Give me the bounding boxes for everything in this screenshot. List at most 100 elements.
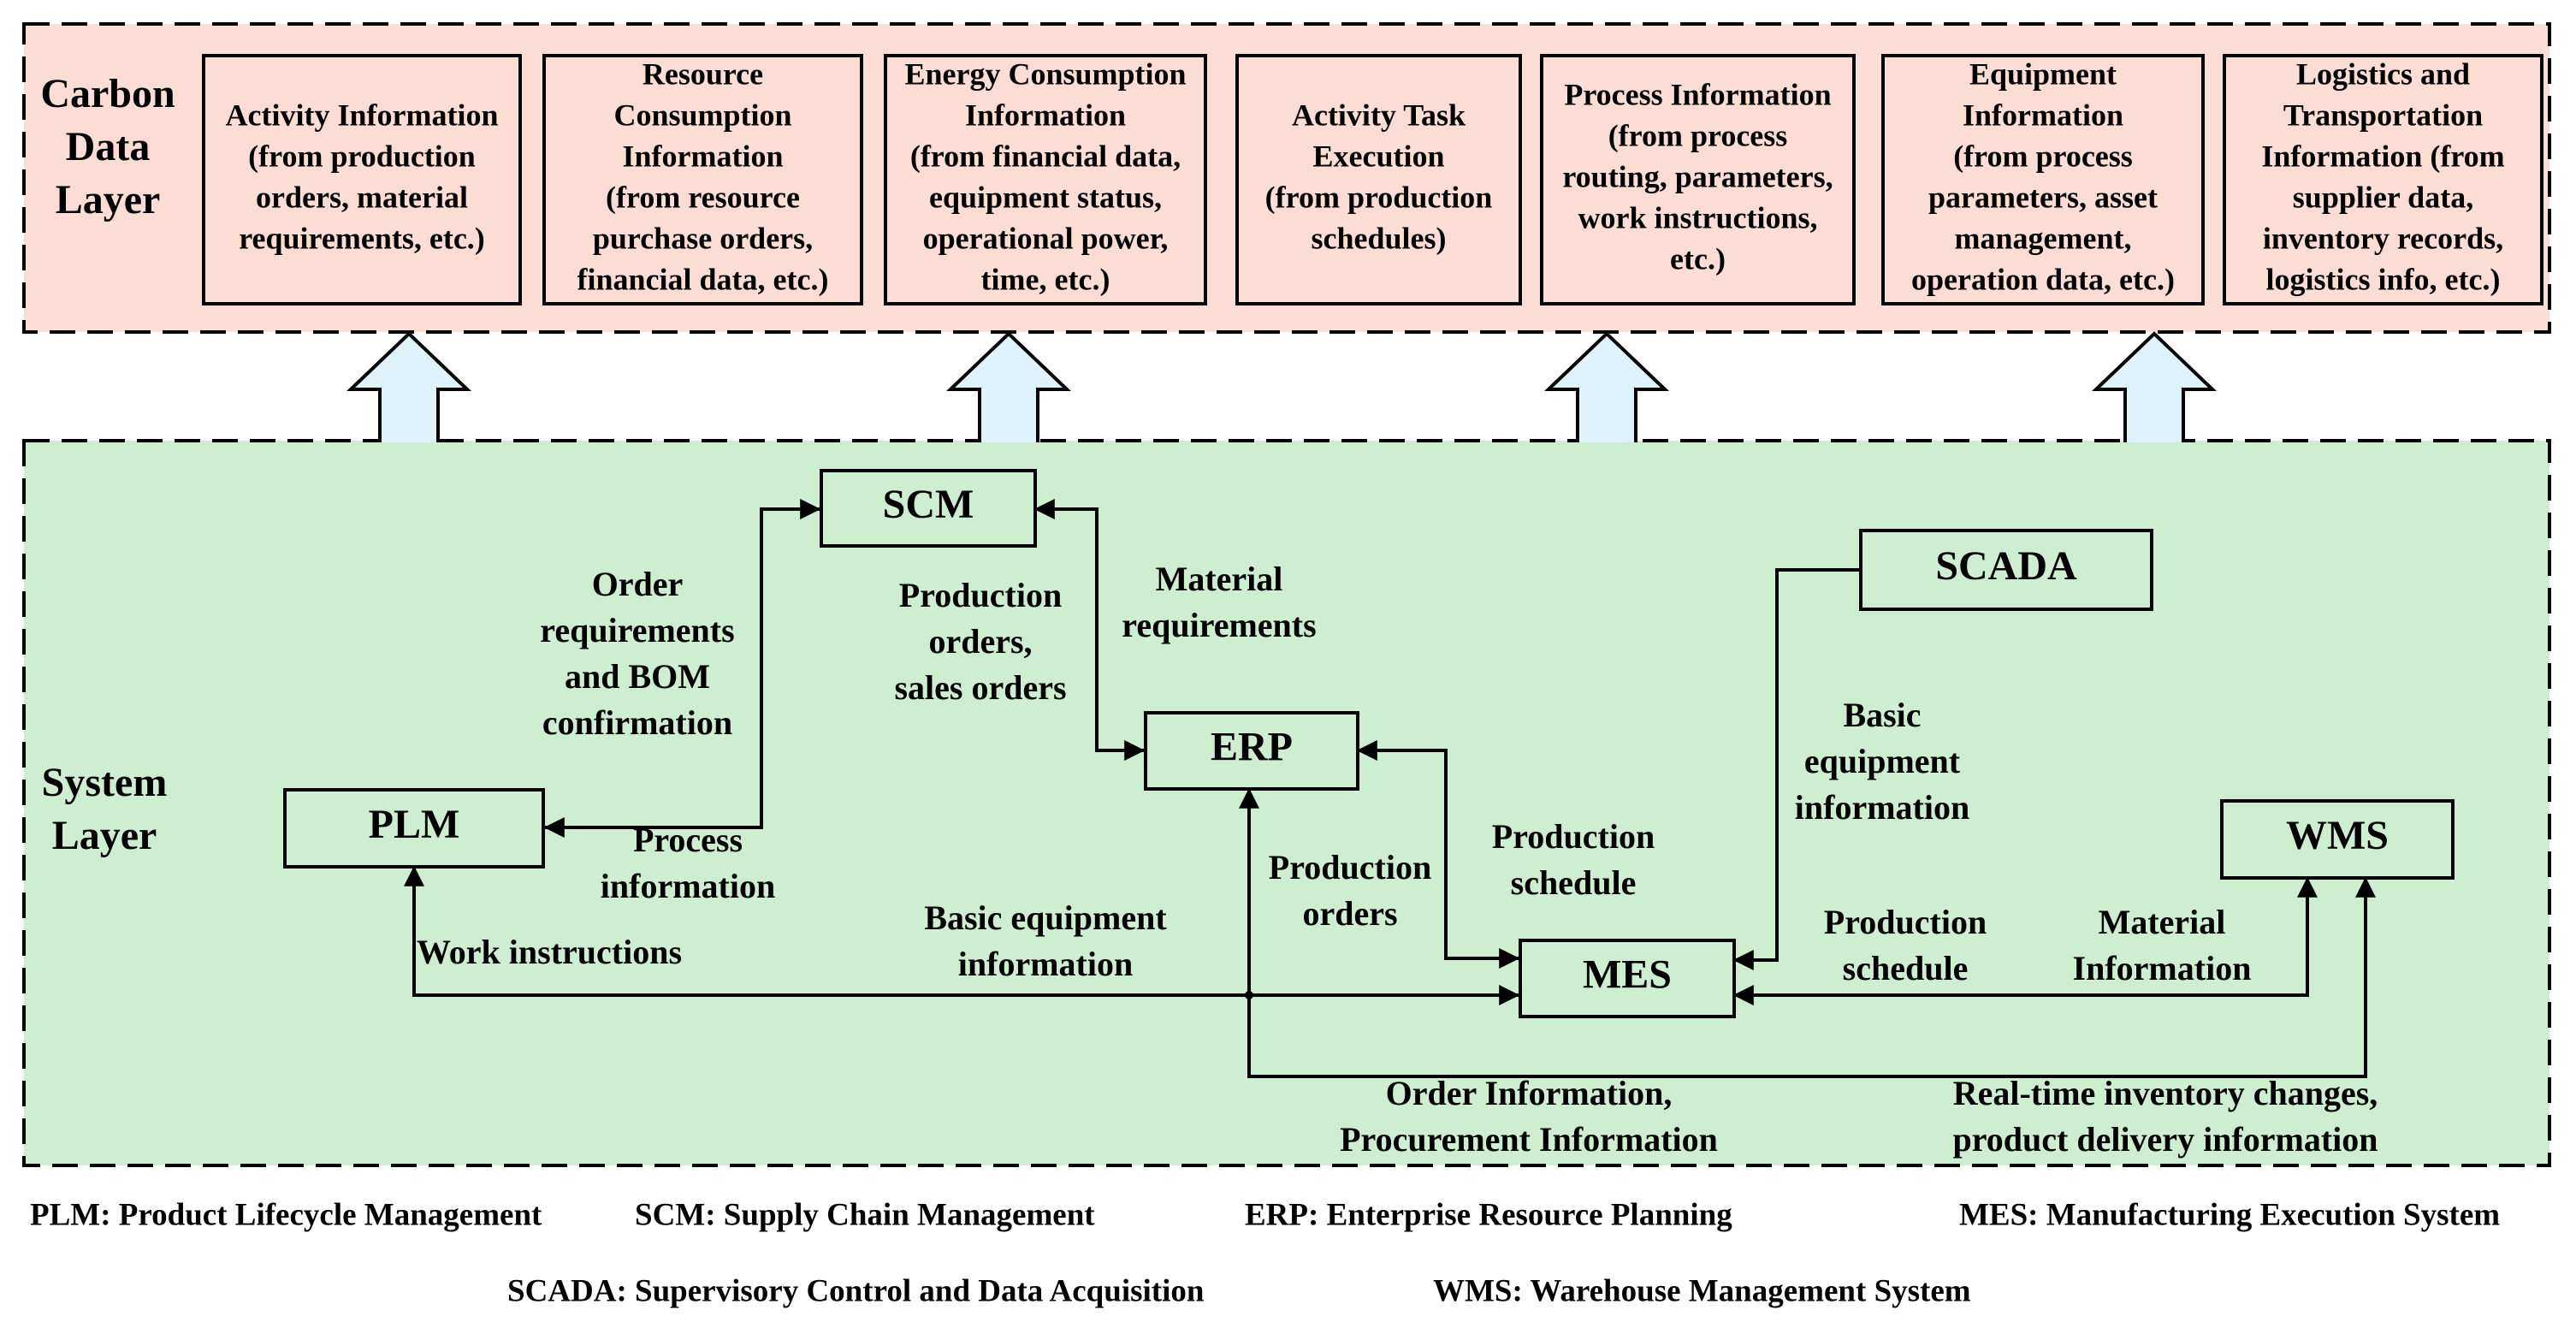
plm-box (283, 788, 545, 869)
label-order-req-line: confirmation (542, 703, 732, 742)
label-basic-equip-mid-line: information (958, 945, 1133, 983)
carbon-card-text-line: time, etc.) (981, 262, 1110, 296)
scm-box (820, 469, 1037, 548)
label-basic-equip-scada-line: information (1795, 788, 1969, 827)
label-realtime-inv: Real-time inventory changes,product deli… (1952, 1074, 2378, 1159)
carbon-card-text-line: Information (965, 98, 1126, 132)
label-order-req-line: requirements (540, 611, 734, 649)
edge-erp-wms (1239, 787, 2376, 1078)
label-prod-schedule-erp-line: Production (1492, 817, 1655, 856)
carbon-title-line: Carbon (40, 71, 175, 116)
carbon-card-text-line: etc.) (1670, 241, 1726, 276)
carbon-card-text-line: Information (623, 139, 784, 173)
hollow-up-arrow (2092, 331, 2217, 442)
label-basic-equip-mid-line: Basic equipment (924, 898, 1167, 937)
edge-scm-erp (1033, 499, 1146, 761)
carbon-card-text-line: Energy Consumption (904, 56, 1186, 91)
carbon-card-text-line: routing, parameters, (1562, 159, 1833, 193)
label-prod-schedule-wms-line: schedule (1843, 949, 1969, 987)
label-prod-orders-line: orders (1302, 894, 1397, 933)
label-material-info-line: Material (2099, 903, 2226, 941)
carbon-card-text-line: parameters, asset (1928, 180, 2158, 214)
carbon-card-text-line: schedules) (1311, 221, 1446, 255)
carbon-card-text-line: management, (1955, 221, 2132, 255)
carbon-card-text-line: equipment status, (929, 180, 1162, 214)
layer-transfer-arrows (346, 331, 2217, 442)
edge-plm-scm (543, 499, 821, 838)
label-material-req-line: Material (1156, 560, 1283, 598)
carbon-card (1881, 54, 2205, 305)
carbon-card-text-line: operation data, etc.) (1911, 262, 2175, 296)
label-prod-sales-line: Production (899, 576, 1062, 614)
label-prod-orders: Production orders (1269, 848, 1431, 933)
carbon-card-text-line: logistics info, etc.) (2266, 262, 2501, 296)
carbon-card (884, 54, 1207, 305)
label-material-info-line: Information (2073, 949, 2252, 987)
legend-item: SCADA: Supervisory Control and Data Acqu… (507, 1273, 1205, 1308)
carbon-card-text-line: operational power, (923, 221, 1169, 255)
legend-item: WMS: Warehouse Management System (1433, 1273, 1971, 1308)
hollow-up-arrow (1544, 331, 1669, 442)
label-prod-schedule-erp: Production schedule (1492, 817, 1655, 902)
label-prod-schedule-erp-line: schedule (1511, 863, 1637, 902)
label-process-info-line: Process (633, 821, 743, 859)
carbon-card-text-line: financial data, etc.) (577, 262, 829, 296)
scada-label: SCADA (1935, 543, 2077, 589)
carbon-card-text-line: (from process (1953, 139, 2133, 173)
label-work-instr: Work instructions (417, 933, 682, 971)
edge-mes-wms (1732, 876, 2318, 1005)
carbon-title-line: Layer (56, 177, 161, 222)
carbon-card-text-line: Resource (643, 56, 763, 91)
carbon-card-text-line: (from resource (606, 180, 800, 214)
carbon-card-text-line: Information (from (2261, 139, 2504, 173)
carbon-card-text-line: (from financial data, (910, 139, 1181, 173)
label-realtime-inv-line: Real-time inventory changes, (1953, 1074, 2378, 1112)
carbon-card (542, 54, 863, 305)
carbon-card (1540, 54, 1856, 305)
carbon-title-line: Data (66, 124, 151, 169)
legend-item: PLM: Product Lifecycle Management (30, 1197, 542, 1232)
mes-label: MES (1583, 952, 1672, 998)
carbon-card-text-line: Equipment (1969, 56, 2117, 91)
plm-label: PLM (369, 802, 460, 847)
connections (404, 499, 2376, 1078)
carbon-card-text-line: orders, material (256, 180, 468, 214)
label-order-proc-line: Procurement Information (1340, 1120, 1718, 1159)
carbon-card (2223, 54, 2543, 305)
label-prod-orders-line: Production (1269, 848, 1431, 886)
legend-item: SCM: Supply Chain Management (635, 1197, 1095, 1232)
system-title-line: System (42, 760, 168, 805)
carbon-card-text-line: Activity Task (1292, 98, 1466, 132)
legend-footer: PLM: Product Lifecycle Management SCM: Su… (30, 1197, 2500, 1308)
label-order-req-line: Order (592, 565, 684, 603)
scada-box (1859, 529, 2153, 611)
scm-label: SCM (883, 482, 974, 527)
system-title-line: Layer (52, 813, 157, 858)
carbon-card-text-line: purchase orders, (593, 221, 813, 255)
label-basic-equip-scada-line: equipment (1804, 742, 1961, 780)
mes-box (1519, 939, 1736, 1018)
carbon-card-text-line: Transportation (2283, 98, 2483, 132)
carbon-data-layer (22, 22, 2551, 334)
carbon-card-text-line: requirements, etc.) (239, 221, 485, 255)
carbon-card-text-line: (from production (1265, 180, 1493, 214)
